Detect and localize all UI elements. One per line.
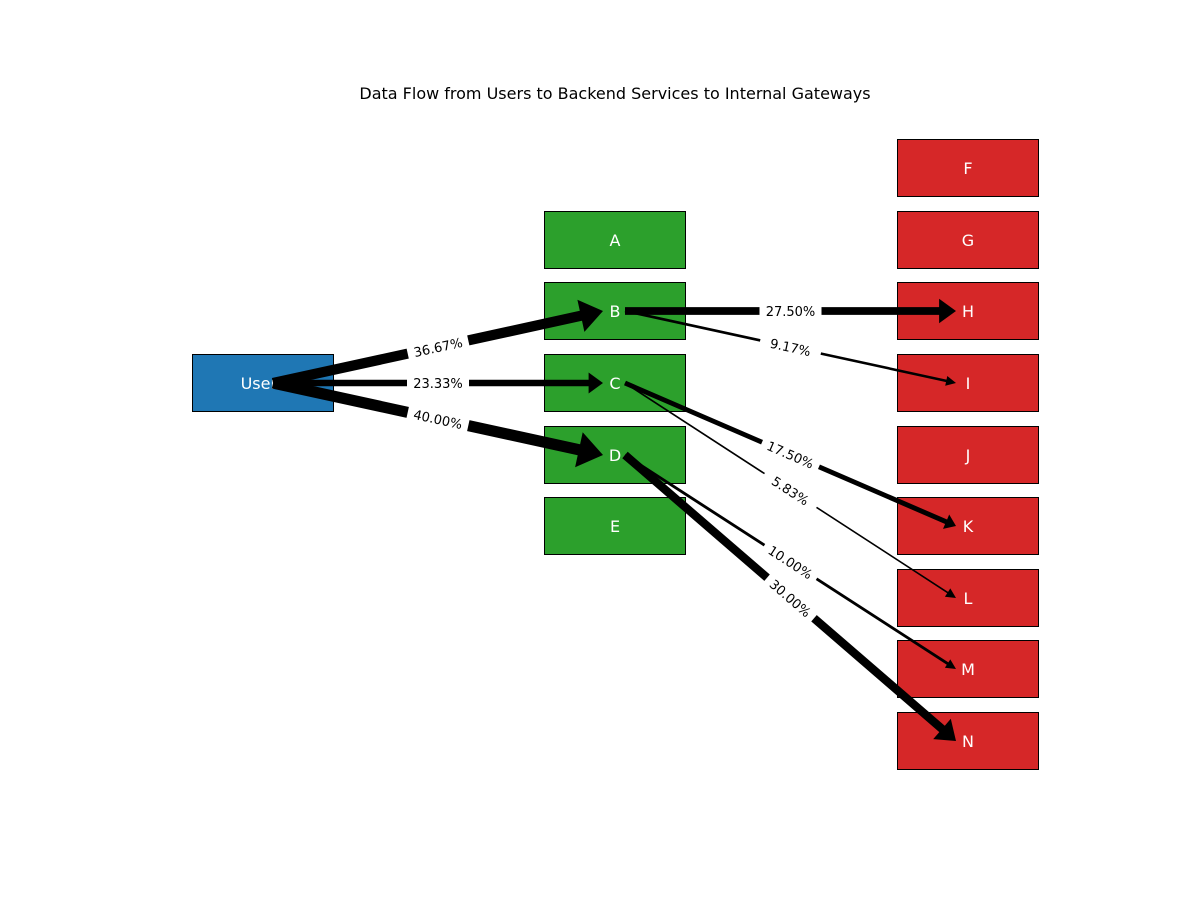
node-box <box>897 497 1039 555</box>
edge-label-background <box>405 330 471 364</box>
node-box <box>544 426 686 484</box>
edge-label-background <box>759 465 822 516</box>
node-label: A <box>610 231 621 250</box>
node-label: J <box>965 446 971 465</box>
node-label: E <box>610 517 620 536</box>
node-label: I <box>966 374 971 393</box>
node-label: N <box>962 732 974 751</box>
edge-label-background <box>758 433 823 476</box>
edge-label-background <box>760 570 821 626</box>
node-k: K <box>897 497 1039 555</box>
node-g: G <box>897 211 1039 269</box>
edge-label-background <box>758 330 823 364</box>
node-label: M <box>961 660 975 679</box>
edge-label: 27.50% <box>766 305 816 320</box>
node-box <box>544 354 686 412</box>
node-c: C <box>544 354 686 412</box>
node-box <box>897 426 1039 484</box>
node-box <box>897 640 1039 698</box>
edge-label-background <box>407 373 469 393</box>
edge-label-group: 9.17% <box>758 330 823 364</box>
node-label: C <box>609 374 620 393</box>
edge-label: 23.33% <box>413 377 463 392</box>
node-f: F <box>897 139 1039 197</box>
node-label: H <box>962 302 974 321</box>
node-box <box>897 712 1039 770</box>
edge-label-background <box>405 402 471 436</box>
node-box <box>544 497 686 555</box>
node-label: G <box>962 231 974 250</box>
edge-label-group: 23.33% <box>407 373 469 393</box>
edge-label-group: 40.00% <box>405 402 471 436</box>
node-box <box>897 354 1039 412</box>
edge-label-group: 27.50% <box>759 301 822 321</box>
node-label: D <box>609 446 621 465</box>
edge-label-background <box>759 536 822 588</box>
node-j: J <box>897 426 1039 484</box>
edge-label-group: 36.67% <box>405 330 471 364</box>
node-a: A <box>544 211 686 269</box>
node-label: K <box>963 517 974 536</box>
node-e: E <box>544 497 686 555</box>
node-i: I <box>897 354 1039 412</box>
node-box <box>897 139 1039 197</box>
node-n: N <box>897 712 1039 770</box>
node-d: D <box>544 426 686 484</box>
node-box <box>897 211 1039 269</box>
node-l: L <box>897 569 1039 627</box>
node-label: L <box>964 589 973 608</box>
diagram-title: Data Flow from Users to Backend Services… <box>359 84 871 103</box>
edge-label-background <box>759 301 822 321</box>
node-box <box>544 211 686 269</box>
node-label: F <box>963 159 972 178</box>
node-m: M <box>897 640 1039 698</box>
node-label: B <box>610 302 621 321</box>
node-box <box>897 569 1039 627</box>
